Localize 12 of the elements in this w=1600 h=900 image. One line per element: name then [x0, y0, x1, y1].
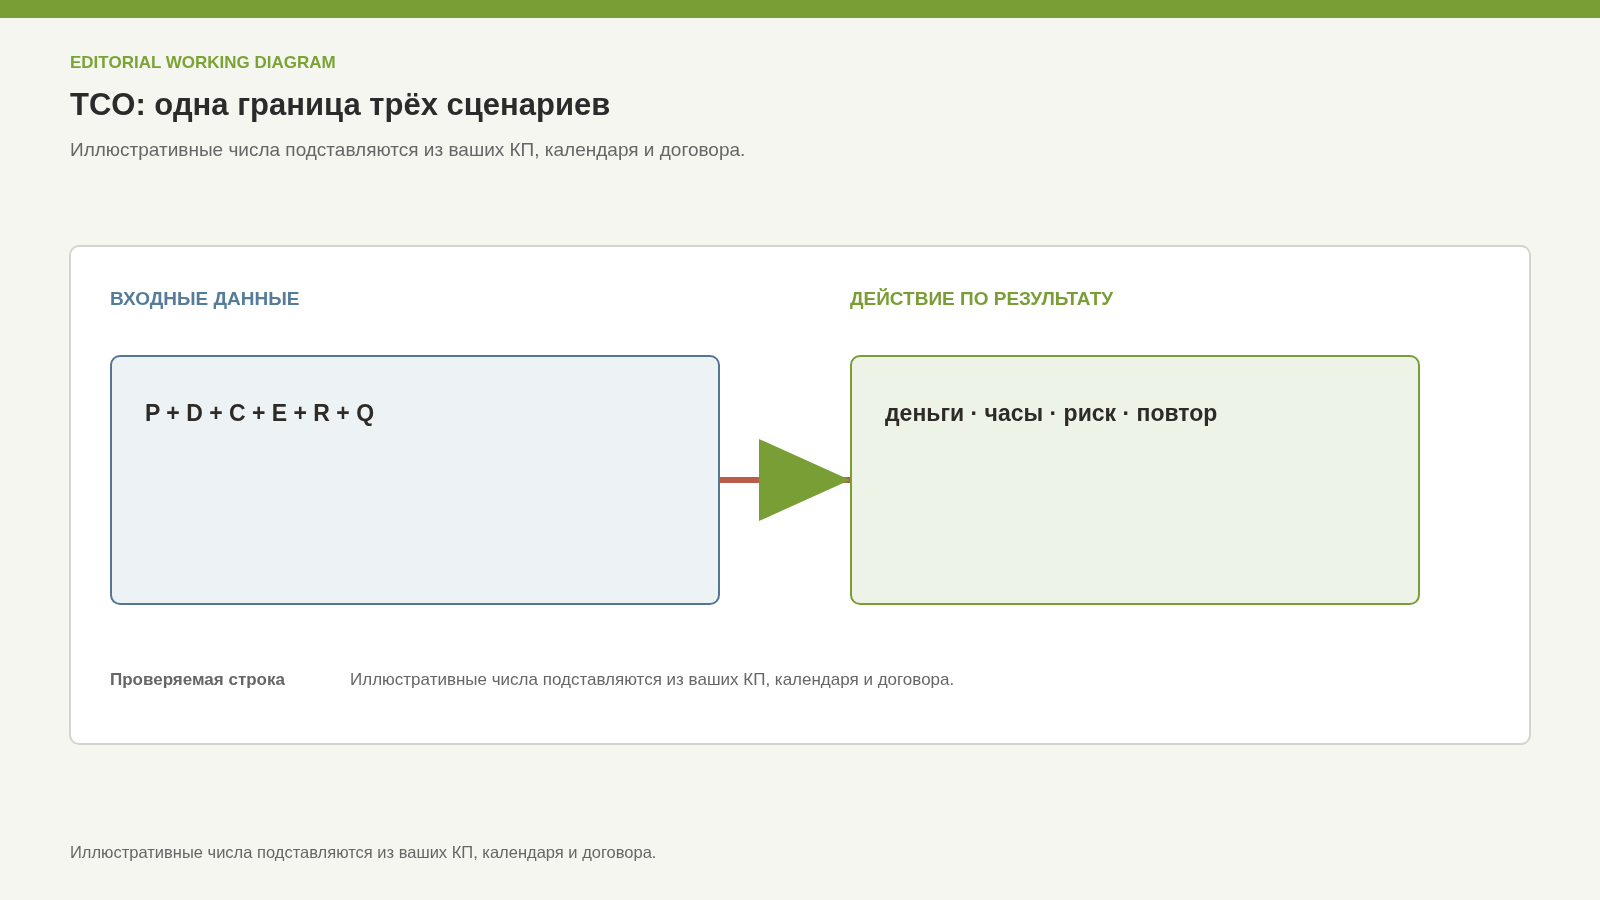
eyebrow-text: EDITORIAL WORKING DIAGRAM	[70, 53, 336, 73]
section-heading: ВХОДНЫЕ ДАННЫЕ	[110, 288, 300, 310]
subtitle-text: Иллюстративные числа подставляются из ваших КП, календаря и договора.	[70, 139, 746, 161]
title-text: TCO: одна граница трёх сценариев	[70, 87, 611, 123]
box-text: P + D + C + E + R + Q	[145, 399, 375, 427]
box-text: деньги · часы · риск · повтор	[885, 399, 1218, 427]
panel-card	[69, 245, 1531, 745]
row-text: Иллюстративные числа подставляются из ваших КП, календаря и договора.	[350, 670, 955, 690]
row-label: Проверяемая строка	[110, 670, 285, 690]
caption-text: Иллюстративные числа подставляются из ваших КП, календаря и договора.	[70, 842, 657, 862]
arrow	[720, 439, 850, 521]
section-heading: ДЕЙСТВИЕ ПО РЕЗУЛЬТАТУ	[850, 288, 1114, 310]
